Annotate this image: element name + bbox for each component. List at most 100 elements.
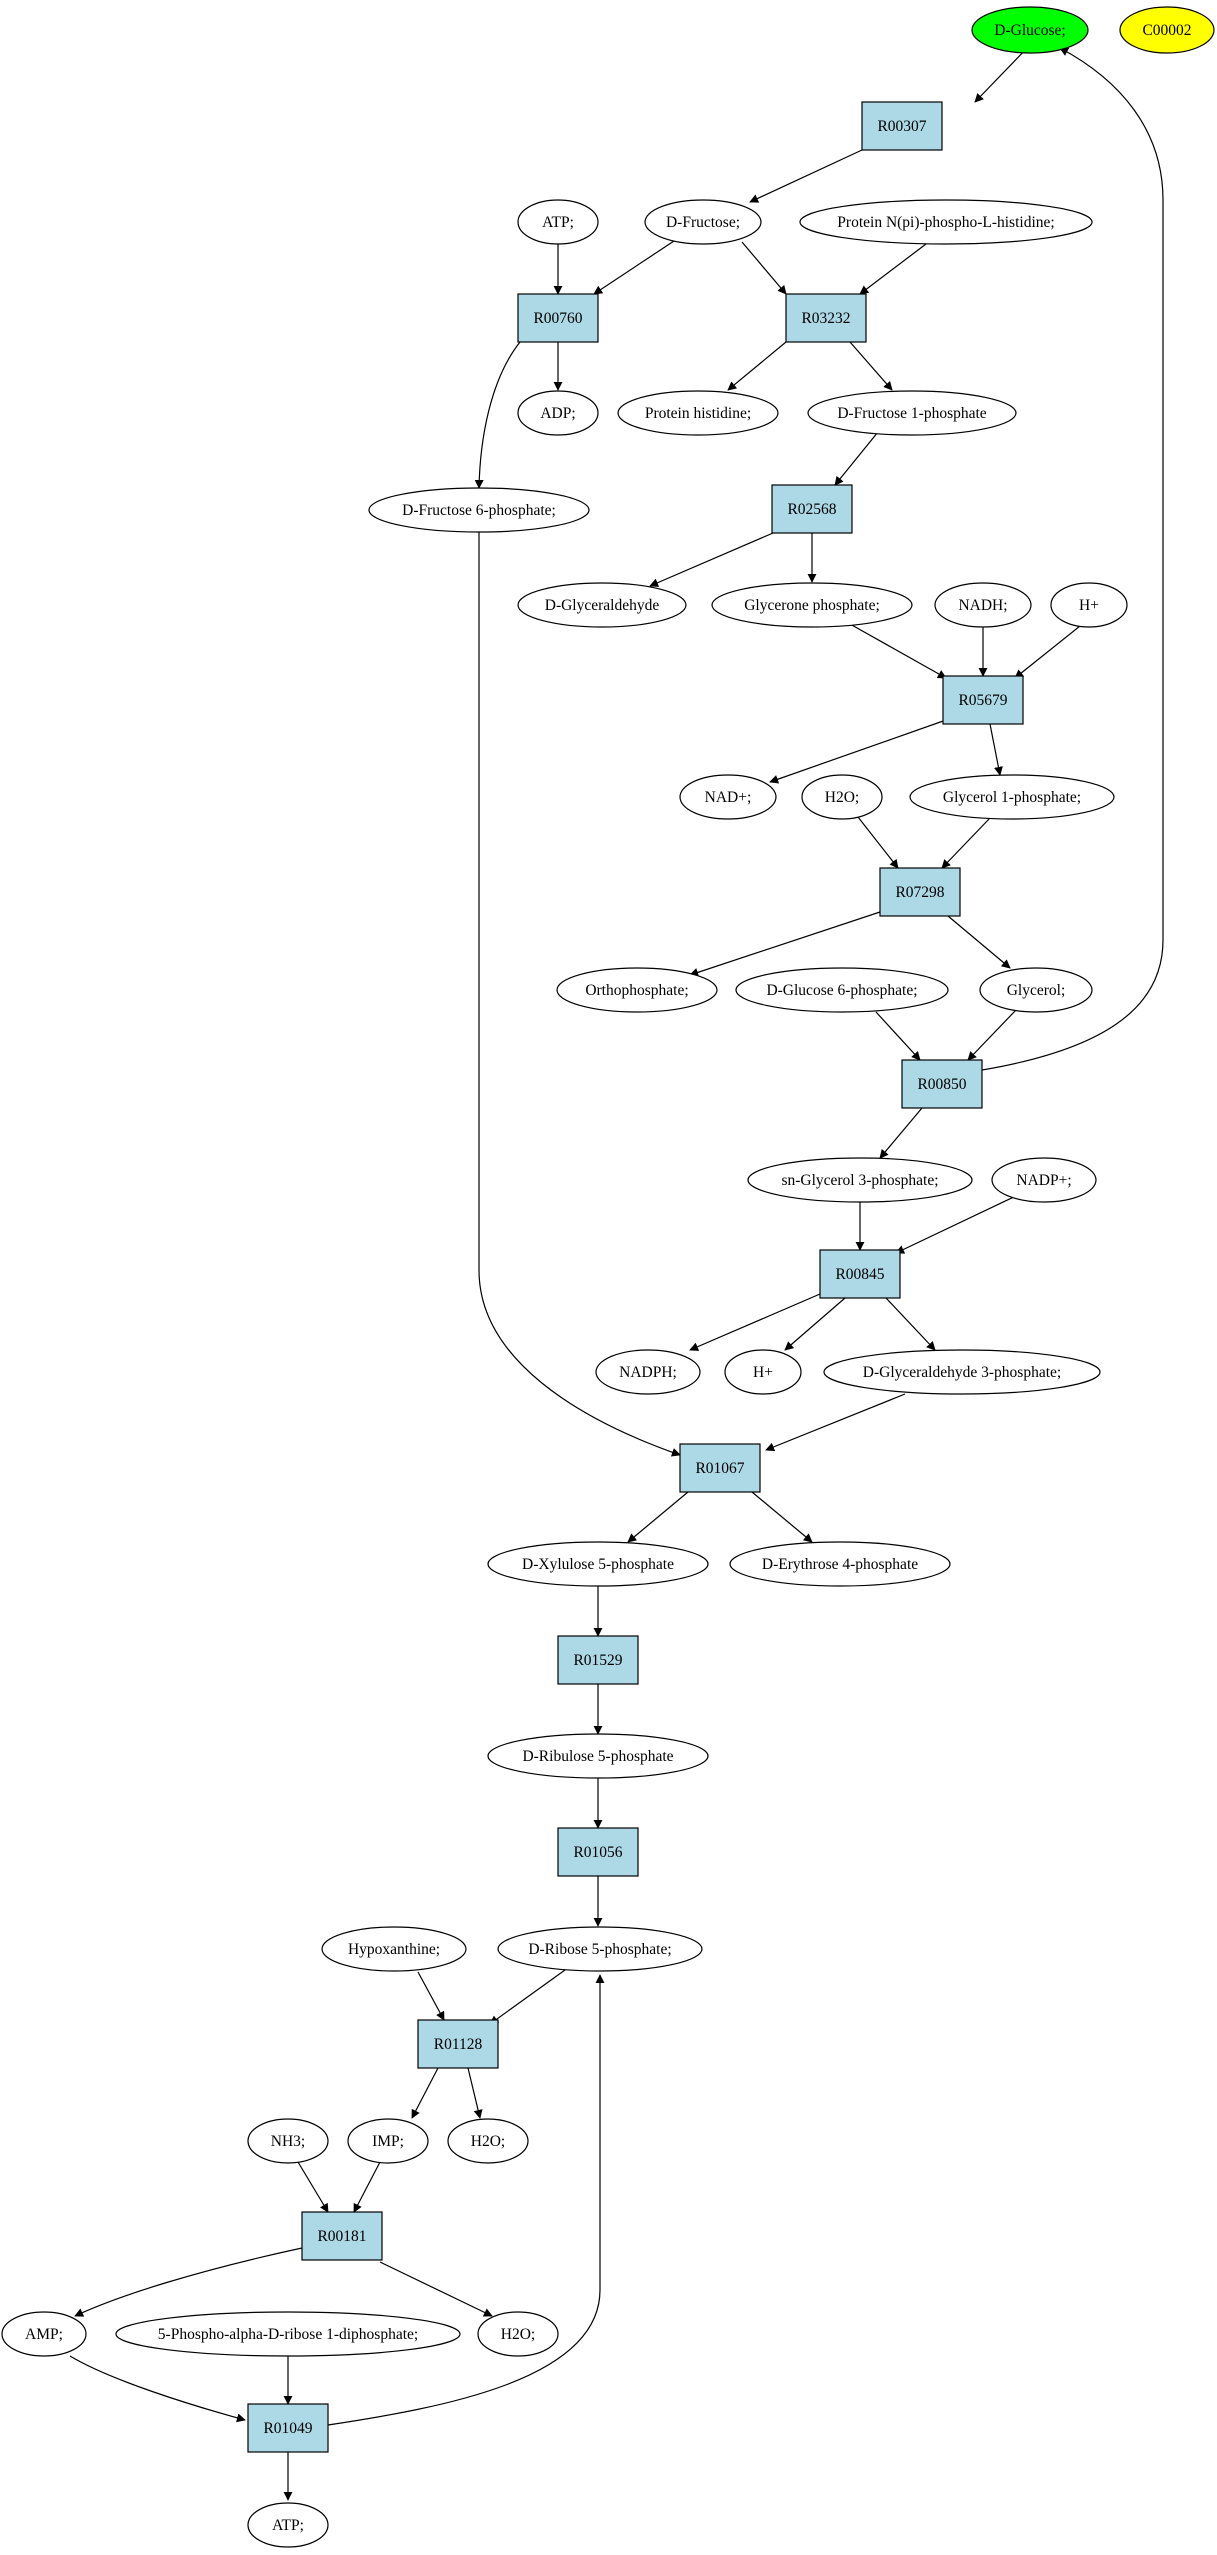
compound-amp[interactable]: AMP; xyxy=(1,2311,87,2357)
compound-glycerol[interactable]: Glycerol; xyxy=(979,967,1093,1013)
compound-nadh[interactable]: NADH; xyxy=(934,582,1032,628)
reaction-r01049[interactable]: R01049 xyxy=(247,2403,329,2453)
edge-glycerol-r00850 xyxy=(967,1009,1017,1061)
compound-label: NADH; xyxy=(958,597,1007,614)
edge-d-glyceraldehyde-3p-r01067 xyxy=(765,1393,906,1452)
edge-r00181-h2o xyxy=(379,2261,493,2317)
compound-sn-glycerol-3p[interactable]: sn-Glycerol 3-phosphate; xyxy=(747,1157,973,1203)
compound-d-fructose-6p[interactable]: D-Fructose 6-phosphate; xyxy=(368,487,590,533)
reaction-label: R03232 xyxy=(801,310,850,327)
edge-d-fructose-r03232 xyxy=(741,241,787,295)
edge-r07298-glycerol xyxy=(947,915,1011,969)
edge-protein-r03232 xyxy=(859,243,927,295)
compound-h-plus-2[interactable]: H+ xyxy=(724,1349,802,1395)
compound-label: Protein N(pi)-phospho-L-histidine; xyxy=(837,214,1054,231)
compound-d-fructose-1p[interactable]: D-Fructose 1-phosphate xyxy=(807,390,1017,436)
edge-r00760-d-fructose-6p xyxy=(474,341,521,489)
reaction-r01128[interactable]: R01128 xyxy=(417,2019,499,2069)
edge-r00845-nadph xyxy=(689,1293,821,1351)
compound-label: H2O; xyxy=(501,2326,535,2343)
reaction-r01529[interactable]: R01529 xyxy=(557,1635,639,1685)
edge-h-plus-r05679 xyxy=(1014,625,1081,679)
reaction-r02568[interactable]: R02568 xyxy=(771,484,853,534)
edges xyxy=(69,44,1164,2501)
edge-nh3-r00181 xyxy=(297,2161,329,2213)
reaction-r03232[interactable]: R03232 xyxy=(785,293,867,343)
edge-r00307-d-fructose xyxy=(749,149,863,203)
compound-label: NADPH; xyxy=(619,1364,677,1381)
compound-label: D-Ribulose 5-phosphate xyxy=(522,1748,673,1765)
compound-h-plus-1[interactable]: H+ xyxy=(1050,582,1128,628)
compound-d-xylulose-5p[interactable]: D-Xylulose 5-phosphate xyxy=(487,1541,709,1587)
compound-label: D-Glyceraldehyde xyxy=(545,597,660,614)
reaction-r00307[interactable]: R00307 xyxy=(861,101,943,151)
compound-atp-bottom[interactable]: ATP; xyxy=(247,2502,329,2548)
edge-nadp-plus-r00845 xyxy=(895,1194,1019,1254)
reaction-label: R01049 xyxy=(263,2420,312,2437)
edge-r05679-glycerol-1p xyxy=(989,723,1003,776)
edge-d-glucose-6p-r00850 xyxy=(875,1011,921,1061)
compound-c00002[interactable]: C00002 xyxy=(1119,6,1215,54)
compound-d-glucose[interactable]: D-Glucose; xyxy=(971,6,1089,54)
reaction-r00760[interactable]: R00760 xyxy=(517,293,599,343)
reaction-r00850[interactable]: R00850 xyxy=(901,1059,983,1109)
edge-d-ribose-5p-r01128 xyxy=(489,1969,566,2025)
compound-d-erythrose-4p[interactable]: D-Erythrose 4-phosphate xyxy=(729,1541,951,1587)
compound-glycerol-1p[interactable]: Glycerol 1-phosphate; xyxy=(909,774,1115,820)
compound-atp-top[interactable]: ATP; xyxy=(517,199,599,245)
compound-nodes: D-Glucose; C00002 ATP; D-Fructose; Prote… xyxy=(1,6,1215,2548)
compound-label: NAD+; xyxy=(705,789,752,806)
reaction-r01067[interactable]: R01067 xyxy=(679,1443,761,1493)
edge-r05679-nad-plus xyxy=(769,719,947,784)
reaction-r05679[interactable]: R05679 xyxy=(942,675,1024,725)
reaction-r00845[interactable]: R00845 xyxy=(819,1249,901,1299)
compound-d-glucose-6p[interactable]: D-Glucose 6-phosphate; xyxy=(735,967,949,1013)
compound-h2o-3[interactable]: H2O; xyxy=(477,2311,559,2357)
compound-protein-histidine[interactable]: Protein histidine; xyxy=(617,390,779,436)
edge-d-fructose-6p-r01067 xyxy=(478,532,681,1457)
compound-d-ribulose-5p[interactable]: D-Ribulose 5-phosphate xyxy=(487,1733,709,1779)
edge-r03232-d-fructose-1p xyxy=(849,341,893,391)
compound-label: Protein histidine; xyxy=(645,405,751,422)
compound-adp[interactable]: ADP; xyxy=(517,390,599,436)
reaction-label: R01529 xyxy=(573,1652,622,1669)
reaction-label: R00181 xyxy=(317,2228,366,2245)
reaction-nodes: R00307 R00760 R03232 R02568 R05679 R0729… xyxy=(247,101,1024,2453)
compound-label: ATP; xyxy=(272,2517,304,2534)
compound-label: D-Fructose 1-phosphate xyxy=(837,405,986,422)
edge-r01067-d-xylulose-5p xyxy=(627,1491,689,1543)
reaction-label: R07298 xyxy=(895,884,944,901)
edge-r00845-d-glyceraldehyde-3p xyxy=(885,1297,936,1351)
compound-d-ribose-5p[interactable]: D-Ribose 5-phosphate; xyxy=(497,1926,703,1972)
compound-label: Orthophosphate; xyxy=(585,982,688,999)
compound-nad-plus[interactable]: NAD+; xyxy=(679,774,777,820)
reaction-label: R01067 xyxy=(695,1460,744,1477)
edge-glycerol-1p-r07298 xyxy=(941,817,991,869)
reaction-label: R02568 xyxy=(787,501,836,518)
reaction-r07298[interactable]: R07298 xyxy=(879,867,961,917)
edge-r01128-h2o xyxy=(467,2067,483,2119)
reaction-r01056[interactable]: R01056 xyxy=(557,1827,639,1877)
compound-d-glyceraldehyde[interactable]: D-Glyceraldehyde xyxy=(517,582,687,628)
compound-d-glyceraldehyde-3p[interactable]: D-Glyceraldehyde 3-phosphate; xyxy=(823,1349,1101,1395)
compound-nadp-plus[interactable]: NADP+; xyxy=(991,1157,1097,1203)
compound-imp[interactable]: IMP; xyxy=(347,2118,429,2164)
compound-protein-n-pi[interactable]: Protein N(pi)-phospho-L-histidine; xyxy=(799,199,1093,245)
compound-h2o-1[interactable]: H2O; xyxy=(801,774,883,820)
compound-label: C00002 xyxy=(1142,22,1191,39)
compound-label: H+ xyxy=(753,1364,773,1381)
reaction-r00181[interactable]: R00181 xyxy=(301,2211,383,2261)
reaction-label: R00850 xyxy=(917,1076,966,1093)
compound-prpp[interactable]: 5-Phospho-alpha-D-ribose 1-diphosphate; xyxy=(115,2311,461,2357)
compound-hypoxanthine[interactable]: Hypoxanthine; xyxy=(321,1926,467,1972)
compound-orthophosphate[interactable]: Orthophosphate; xyxy=(556,967,718,1013)
compound-nadph[interactable]: NADPH; xyxy=(595,1349,701,1395)
compound-label: D-Erythrose 4-phosphate xyxy=(762,1556,918,1573)
compound-label: D-Ribose 5-phosphate; xyxy=(528,1941,671,1958)
compound-d-fructose[interactable]: D-Fructose; xyxy=(644,199,762,245)
compound-glycerone-p[interactable]: Glycerone phosphate; xyxy=(711,582,913,628)
compound-nh3[interactable]: NH3; xyxy=(247,2118,329,2164)
compound-label: NH3; xyxy=(271,2133,305,2150)
compound-h2o-2[interactable]: H2O; xyxy=(447,2118,529,2164)
